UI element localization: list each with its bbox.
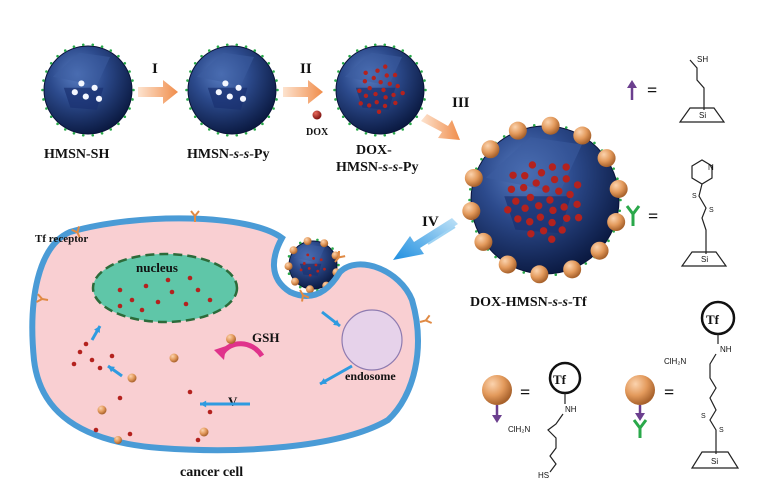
svg-text:=: = [648, 206, 658, 226]
svg-text:S: S [692, 193, 697, 200]
released-dox [71, 334, 236, 444]
step-arrow-1 [138, 80, 178, 104]
dox-hmsn-py-label-line1: DOX- [356, 143, 392, 158]
svg-text:S: S [709, 207, 714, 214]
legend-tf-conjugate: = Tf NH ClH₂N S S Si [625, 300, 740, 469]
svg-text:=: = [664, 382, 674, 402]
step-label-5: V [228, 394, 238, 409]
hmsn-ss-py-label: HMSN-s-s-Py [187, 147, 269, 162]
svg-text:Tf: Tf [553, 372, 567, 387]
svg-text:ClH₂N: ClH₂N [664, 357, 686, 366]
dox-label: DOX [306, 127, 329, 138]
legend-py-linker: = N S S Si [625, 159, 728, 267]
svg-text:HS: HS [538, 471, 549, 480]
svg-text:Si: Si [701, 255, 708, 264]
hmsn-sh-particle [41, 43, 135, 137]
svg-text:Si: Si [711, 457, 718, 466]
step-arrow-2 [283, 80, 323, 104]
svg-text:Si: Si [699, 111, 706, 120]
svg-text:=: = [520, 382, 530, 402]
svg-text:NH: NH [565, 405, 577, 414]
intracellular-arrows [90, 310, 353, 408]
hmsn-sh-label: HMSN-SH [44, 147, 109, 162]
endosome-label: endosome [345, 369, 396, 383]
legend-sh-linker: = SH Si [627, 55, 726, 123]
endosome [341, 309, 403, 371]
cancer-cell-label: cancer cell [180, 465, 243, 480]
step-label-3: III [452, 95, 470, 111]
step-arrow-4 [393, 218, 458, 260]
dox-hmsn-tf-label: DOX-HMSN-s-s-Tf [470, 295, 587, 310]
nucleus-dox-molecules [117, 275, 213, 313]
step-arrow-3 [421, 114, 460, 140]
nucleus [91, 252, 239, 324]
dox-hmsn-py-label-line2: HMSN-s-s-Py [336, 160, 418, 175]
svg-text:NH: NH [720, 345, 732, 354]
legend-tf-ball: = Tf NH ClH₂N HS [482, 361, 582, 480]
svg-text:SH: SH [697, 55, 708, 64]
step-label-2: II [300, 61, 312, 77]
svg-text:Tf: Tf [706, 312, 720, 327]
dox-molecule-icon [312, 110, 322, 120]
legend: = SH Si = N S S Si = Tf [482, 55, 740, 480]
dox-hmsn-py-particle [333, 43, 427, 137]
step-label-1: I [152, 61, 158, 77]
tf-receptors [35, 210, 433, 324]
nucleus-label: nucleus [136, 260, 178, 275]
svg-text:S: S [719, 427, 724, 434]
tf-receptor-label: Tf receptor [35, 233, 88, 245]
svg-text:S: S [701, 413, 706, 420]
dox-hmsn-tf-particle [462, 116, 628, 284]
step-label-4: IV [422, 214, 439, 230]
svg-text:ClH₂N: ClH₂N [508, 425, 530, 434]
svg-text:=: = [647, 80, 657, 100]
hmsn-ss-py-particle [185, 43, 279, 137]
svg-text:N: N [708, 163, 714, 172]
gsh-label: GSH [252, 330, 279, 345]
